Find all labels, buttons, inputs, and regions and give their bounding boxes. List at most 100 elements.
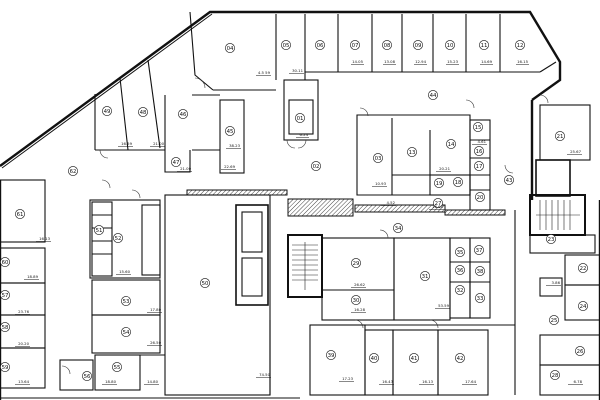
- room-tag-circle: [102, 106, 112, 116]
- room-tag-circle: [479, 40, 489, 50]
- room-tag-circle: [474, 146, 484, 156]
- room-tag-circle: [475, 293, 485, 303]
- room-number: 61: [17, 212, 24, 218]
- area-label: 6.78: [574, 379, 583, 384]
- room-tag-circle: [200, 278, 210, 288]
- room-59: 59: [0, 362, 10, 372]
- rooms-03-14-block: [356, 114, 491, 211]
- room-36: 36: [455, 265, 465, 275]
- room-62: 62: [68, 166, 78, 176]
- room-number: 19: [436, 181, 443, 187]
- area-label: 74.50: [259, 372, 270, 377]
- room-area: 13.08: [384, 59, 395, 64]
- room-tag-circle: [446, 139, 456, 149]
- room-28: 28: [550, 370, 560, 380]
- room-21: 21: [555, 131, 565, 141]
- room-tag-circle: [112, 362, 122, 372]
- room-number: 30: [353, 298, 360, 304]
- area-label: 16.28: [354, 307, 365, 312]
- area-label: 18.89: [27, 274, 38, 279]
- area-label: 3.86: [552, 280, 561, 285]
- room-tag-circle: [428, 90, 438, 100]
- room-number: 47: [173, 160, 180, 166]
- room-01: 016.24: [295, 113, 309, 138]
- room-tag-circle: [546, 234, 556, 244]
- room-number: 40: [371, 356, 378, 362]
- rooms-29-31-block: [321, 237, 491, 321]
- west-office-block: [94, 59, 245, 174]
- room-area: 15.23: [447, 59, 458, 64]
- room-area: 14.69: [481, 59, 492, 64]
- room-33: 33: [475, 293, 485, 303]
- room-45: 45: [225, 126, 235, 136]
- door-swings: [61, 77, 549, 375]
- room-area: 12.94: [415, 59, 426, 64]
- room-27: 27: [433, 198, 443, 208]
- room-number: 04: [227, 46, 234, 52]
- room-38: 38: [475, 266, 485, 276]
- room-tag-circle: [0, 322, 10, 332]
- room-tag-circle: [382, 40, 392, 50]
- room-number: 26: [577, 349, 584, 355]
- room-52: 52: [113, 233, 123, 243]
- room-number: 43: [506, 178, 513, 184]
- central-band: [186, 189, 506, 217]
- area-label: 15.60: [119, 269, 130, 274]
- room-area: 14.05: [352, 59, 363, 64]
- south-rooms: [309, 210, 516, 396]
- room-number: 44: [430, 93, 437, 99]
- room-number: 21: [557, 134, 564, 140]
- room-number: 17: [476, 164, 483, 170]
- room-tag-circle: [409, 353, 419, 363]
- room-tag-circle: [225, 43, 235, 53]
- room-55: 55: [112, 362, 122, 372]
- room-tag-circle: [351, 258, 361, 268]
- room-54: 54: [121, 327, 131, 337]
- room-number: 37: [476, 248, 483, 254]
- room-18: 18: [453, 177, 463, 187]
- room-tag-circle: [373, 153, 383, 163]
- room-number: 07: [352, 43, 359, 49]
- room-number: 15: [475, 125, 482, 131]
- room-47: 47: [171, 157, 181, 167]
- area-label: 16.59: [121, 141, 132, 146]
- room-41: 41: [409, 353, 419, 363]
- room-tag-circle: [178, 109, 188, 119]
- room-48: 48: [138, 107, 148, 117]
- room-46: 46: [178, 109, 188, 119]
- room-20: 20: [475, 192, 485, 202]
- room-56: 56: [82, 371, 92, 381]
- area-label: 13.64: [18, 379, 29, 384]
- room-tag-circle: [455, 353, 465, 363]
- hall-50: [164, 194, 271, 396]
- area-label: 17.23: [342, 376, 353, 381]
- room-tag-circle: [113, 233, 123, 243]
- area-label: 21.00: [180, 166, 191, 171]
- stair-core-west: [287, 234, 323, 298]
- north-office-row: [189, 11, 557, 91]
- room-tag-circle: [515, 40, 525, 50]
- room-22: 22: [578, 263, 588, 273]
- area-label: 14.80: [147, 379, 158, 384]
- room-tag-circle: [475, 192, 485, 202]
- room-58: 58: [0, 322, 10, 332]
- room-13: 13: [407, 147, 417, 157]
- room-24: 24: [578, 301, 588, 311]
- room-42: 42: [455, 353, 465, 363]
- area-label: 20.21: [439, 166, 450, 171]
- room-tag-circle: [295, 113, 305, 123]
- room-19: 19: [434, 178, 444, 188]
- area-label: 53.59: [438, 303, 449, 308]
- area-label: 26.50: [150, 340, 161, 345]
- room-tag-circle: [351, 295, 361, 305]
- room-tag-circle: [578, 301, 588, 311]
- room-07: 07 14.05: [350, 40, 364, 65]
- room-number: 27: [435, 201, 442, 207]
- room-tag-circle: [94, 225, 104, 235]
- room-30: 30: [351, 295, 361, 305]
- room-number: 51: [96, 228, 103, 234]
- room-tag-circle: [82, 371, 92, 381]
